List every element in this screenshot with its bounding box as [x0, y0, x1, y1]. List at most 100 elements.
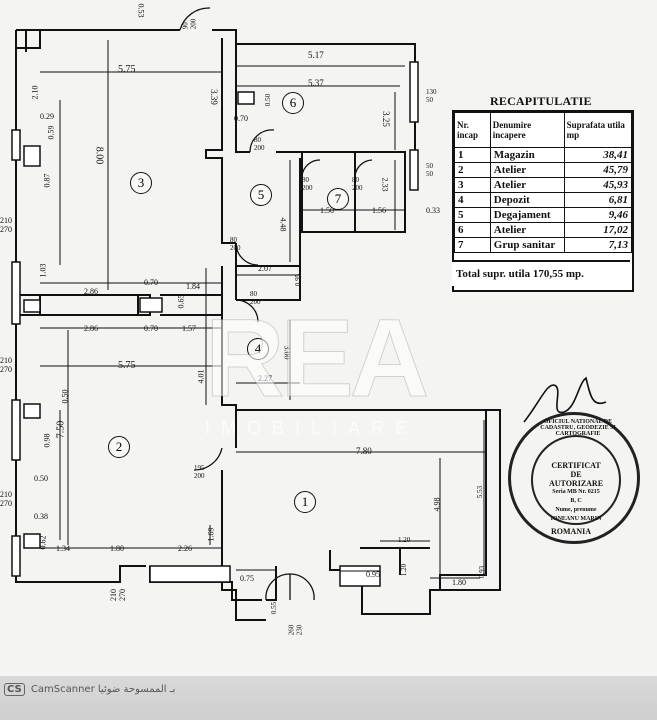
- room-label-3: 3: [130, 172, 152, 194]
- room-label-7: 7: [327, 188, 349, 210]
- dim-label: 7.50: [55, 420, 67, 439]
- bottom-bar: [0, 676, 657, 720]
- dim-label: 80 200: [230, 236, 241, 252]
- dim-label: 260 230: [287, 624, 304, 636]
- dim-label: 1.80: [452, 578, 466, 587]
- dim-label: 3.25: [380, 111, 391, 127]
- dim-label: 7.80: [356, 446, 372, 456]
- dim-label: 2.86: [84, 324, 98, 333]
- dim-label: 1.34: [56, 544, 70, 553]
- stamp-line: IONEANU MARIN: [550, 516, 602, 522]
- dim-label: 2.86: [84, 287, 98, 296]
- dim-label: 1.80: [110, 544, 124, 553]
- dim-label: 8.00: [93, 146, 105, 165]
- dim-label: 0.29: [40, 112, 54, 121]
- dim-label: 0.93: [478, 565, 487, 579]
- dim-label: 1.03: [38, 263, 48, 278]
- dim-label: 1.20: [398, 536, 411, 544]
- dim-label: 5.37: [308, 78, 324, 88]
- dim-label: 0.59: [46, 125, 56, 140]
- dim-label: 5.53: [476, 485, 485, 499]
- dim-label: 0.95: [366, 570, 380, 579]
- dim-label: 1.69: [206, 527, 216, 542]
- dim-label: 3.39: [208, 89, 219, 105]
- dim-label: 0.50: [60, 389, 70, 404]
- dim-label: 1.50: [320, 206, 334, 215]
- dim-label: 210 270: [109, 589, 127, 601]
- stamp-line: Nume, prenume: [555, 507, 597, 513]
- camscanner-footer: CS CamScanner بـ الممسوحة ضوئيا: [4, 683, 175, 696]
- recap-header: Suprafata utila mp: [563, 112, 633, 148]
- stamp-ring-top: OFICIUL NATIONAL DE CADASTRU, GEODEZIE S…: [540, 419, 616, 437]
- dim-label: 80 200: [302, 176, 313, 192]
- dim-label: 0.50: [34, 474, 48, 483]
- dim-label: 0.53: [136, 3, 146, 18]
- room-label-5: 5: [250, 184, 272, 206]
- dim-label: 2.33: [380, 177, 390, 192]
- dim-label: 1.57: [182, 324, 196, 333]
- dim-label: 0.62: [38, 535, 48, 550]
- recap-header: Nr. incap: [454, 112, 491, 148]
- stamp-line: AUTORIZARE: [548, 479, 604, 488]
- dim-label: 0.95: [294, 273, 303, 287]
- dim-label: 80 200: [254, 136, 265, 152]
- dim-label: 2.10: [30, 85, 40, 100]
- dim-label: 5.17: [308, 50, 324, 60]
- camscanner-text: CamScanner بـ الممسوحة ضوئيا: [30, 684, 176, 695]
- room-label-4: 4: [247, 338, 269, 360]
- dim-label: 2.26: [178, 544, 192, 553]
- doors: [179, 7, 373, 601]
- dim-label: 4.48: [278, 217, 288, 232]
- dim-label: 5.75: [118, 64, 136, 75]
- dim-label: 0.50: [264, 93, 273, 107]
- dim-label: 210 270: [0, 216, 12, 234]
- stamp-line: DE: [570, 470, 582, 479]
- dim-label: 0.87: [42, 173, 52, 188]
- dim-label: 90 200: [181, 18, 198, 30]
- dim-label: 210 270: [0, 490, 12, 508]
- dim-label: 1.20: [400, 563, 409, 577]
- dim-label: 0.33: [426, 206, 440, 215]
- dim-label: 0.65: [176, 294, 186, 309]
- dim-label: 80 200: [352, 176, 363, 192]
- dim-label: 50 50: [426, 162, 433, 178]
- room-label-1: 1: [294, 491, 316, 513]
- recap-header: Denumire incapere: [489, 112, 565, 148]
- dim-label: 0.75: [240, 574, 254, 583]
- dim-label: 1.56: [372, 206, 386, 215]
- dim-label: 0.70: [144, 278, 158, 287]
- dim-label: 2.27: [258, 374, 272, 383]
- camscanner-logo-icon: CS: [4, 683, 25, 696]
- dim-label: 0.70: [234, 114, 248, 123]
- recap-total: Total supr. utila 170,55 mp.: [452, 260, 630, 286]
- stamp-line: Seria MB Nr. 0215: [552, 489, 600, 495]
- dim-label: 0.38: [34, 512, 48, 521]
- windows: [11, 61, 419, 587]
- dim-label: 2.07: [258, 264, 272, 273]
- dim-label: 0.98: [42, 433, 52, 448]
- stamp-line: B, C: [570, 498, 582, 504]
- dim-label: 4.98: [432, 497, 442, 512]
- dim-label: 1.84: [186, 282, 200, 291]
- dim-label: 80 200: [250, 290, 261, 306]
- stamp-ring-bottom: ROMANIA: [551, 527, 591, 536]
- rea-watermark-logo: REA: [204, 297, 429, 421]
- dim-label: 5.75: [118, 360, 136, 371]
- cadastre-stamp: CERTIFICAT DE AUTORIZARE Seria MB Nr. 02…: [508, 412, 640, 544]
- dimension-lines: [40, 40, 486, 580]
- room-label-2: 2: [108, 436, 130, 458]
- dim-label: 130 50: [426, 88, 437, 104]
- rea-watermark-sub: IMOBILIARE: [205, 418, 419, 438]
- room-label-6: 6: [282, 92, 304, 114]
- stamp-line: CERTIFICAT: [551, 461, 601, 470]
- recap-title: RECAPITULATIE: [490, 94, 592, 108]
- dim-label: 210 270: [0, 356, 12, 374]
